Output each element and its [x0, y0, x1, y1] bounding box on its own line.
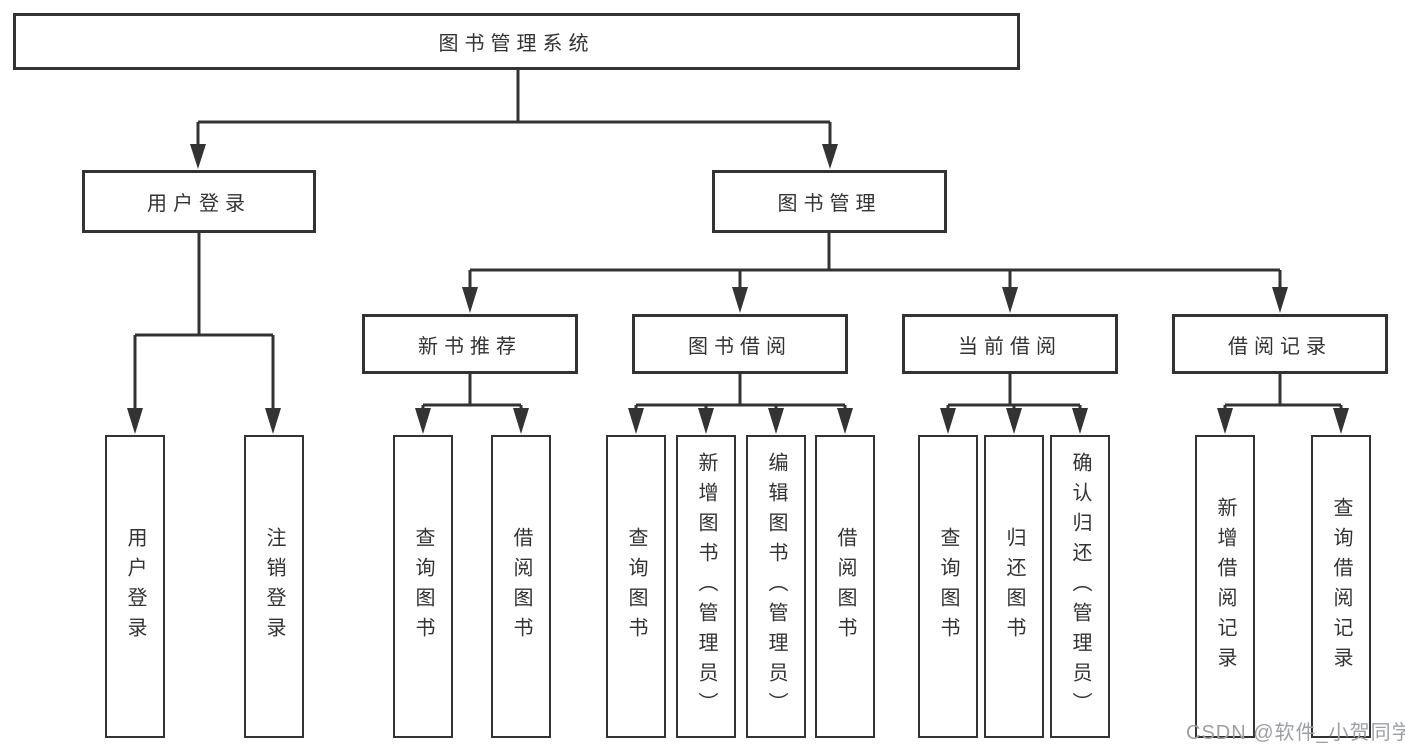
leaf-label: 用户登录 — [124, 526, 146, 647]
node-new-book-recommend: 新书推荐 — [362, 314, 578, 374]
leaf-edit-books-admin: 编辑图书（管理员） — [746, 435, 806, 738]
node-book-borrowing: 图书借阅 — [632, 314, 848, 374]
node-label: 借阅记录 — [1228, 335, 1332, 358]
node-label: 当前借阅 — [958, 335, 1062, 358]
leaf-add-borrow-record: 新增借阅记录 — [1195, 435, 1255, 738]
leaf-add-books-admin: 新增图书（管理员） — [676, 435, 736, 738]
node-book-management: 图书管理 — [712, 170, 947, 233]
leaf-query-books-current: 查询图书 — [918, 435, 978, 738]
node-user-login: 用户登录 — [82, 170, 316, 233]
leaf-label: 借阅图书 — [510, 526, 532, 647]
leaf-label: 注销登录 — [263, 526, 285, 647]
leaf-label: 新增图书（管理员） — [695, 451, 717, 722]
leaf-query-borrow-record: 查询借阅记录 — [1311, 435, 1371, 738]
leaf-label: 查询图书 — [937, 526, 959, 647]
leaf-query-books-borrow: 查询图书 — [606, 435, 666, 738]
node-label: 图书管理 — [777, 193, 882, 215]
leaf-label: 查询借阅记录 — [1330, 496, 1352, 677]
leaf-label: 查询图书 — [625, 526, 647, 647]
node-label: 新书推荐 — [418, 335, 522, 358]
leaf-label: 查询图书 — [412, 526, 434, 647]
leaf-label: 归还图书 — [1003, 526, 1025, 647]
node-label: 用户登录 — [147, 193, 251, 215]
leaf-borrow-books-recommend: 借阅图书 — [491, 435, 551, 738]
leaf-user-login: 用户登录 — [105, 435, 165, 738]
node-label: 图书管理系统 — [438, 33, 595, 55]
leaf-label: 编辑图书（管理员） — [765, 451, 787, 722]
leaf-confirm-return-admin: 确认归还（管理员） — [1050, 435, 1110, 738]
leaf-borrow-books: 借阅图书 — [815, 435, 875, 738]
node-library-management-system: 图书管理系统 — [13, 13, 1020, 70]
leaf-return-books: 归还图书 — [984, 435, 1044, 738]
node-label: 图书借阅 — [688, 335, 792, 358]
node-borrowing-records: 借阅记录 — [1172, 314, 1388, 374]
leaf-label: 确认归还（管理员） — [1069, 451, 1091, 722]
csdn-watermark: CSDN @软件_小贺同学 — [1186, 722, 1405, 744]
leaf-label: 借阅图书 — [834, 526, 856, 647]
node-current-borrowing: 当前借阅 — [902, 314, 1118, 374]
leaf-label: 新增借阅记录 — [1214, 496, 1236, 677]
leaf-logout: 注销登录 — [244, 435, 304, 738]
leaf-query-books-recommend: 查询图书 — [393, 435, 453, 738]
